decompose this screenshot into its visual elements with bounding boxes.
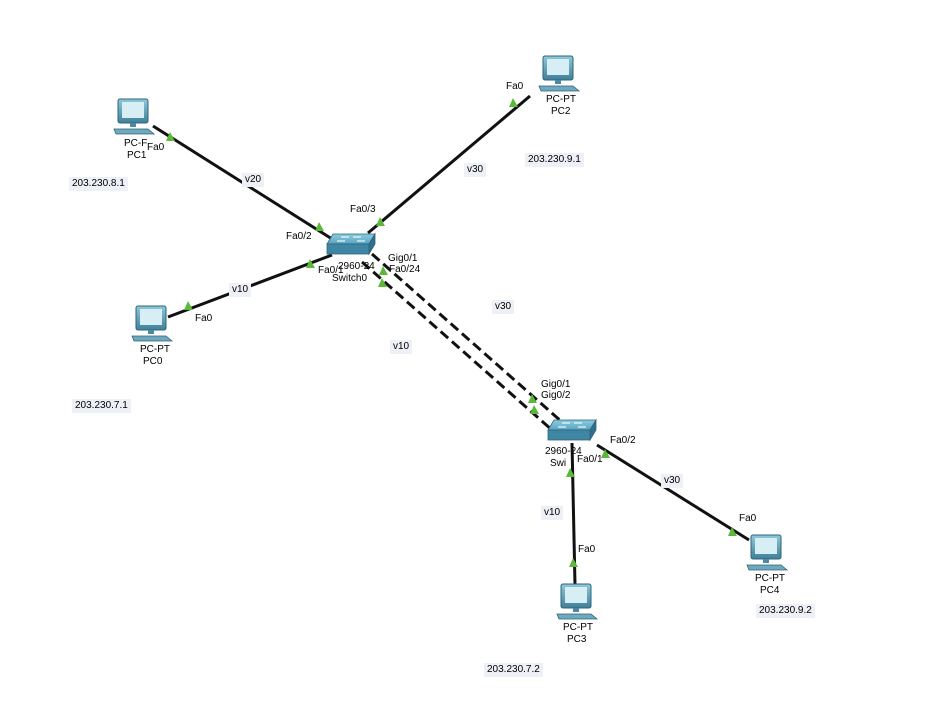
- port-indicator: [528, 394, 537, 403]
- pc1-icon[interactable]: [113, 98, 155, 135]
- port-indicator: [379, 266, 388, 275]
- switch0-model: 2960-24: [338, 261, 375, 272]
- port-indicator: [509, 98, 518, 107]
- vlan-label-pc4: v30: [661, 474, 684, 488]
- pc4-type: PC-PT: [755, 573, 785, 584]
- vlan-label-pc2: v30: [464, 163, 487, 177]
- vlan-label-pc0: v10: [229, 283, 252, 297]
- pc0-ip-label: 203.230.7.1: [72, 399, 131, 413]
- pc2-icon[interactable]: [538, 55, 580, 92]
- pc3-type: PC-PT: [563, 622, 593, 633]
- pc1-type: PC-F: [124, 138, 148, 149]
- port-indicator: [166, 132, 175, 141]
- switch0-icon[interactable]: [326, 233, 376, 255]
- pc0-icon[interactable]: [131, 305, 173, 342]
- port-label: Fa0/3: [350, 204, 376, 215]
- port-indicator: [530, 405, 539, 414]
- switch1-name: Swi: [550, 458, 567, 469]
- vlan-label-pc1: v20: [242, 173, 265, 187]
- port-indicator: [376, 217, 385, 226]
- port-label: Gig0/1: [541, 379, 571, 390]
- pc0-type: PC-PT: [140, 344, 170, 355]
- pc4-name: PC4: [760, 585, 780, 596]
- link-pc2-switch0: [367, 94, 531, 235]
- pc4-ip-label: 203.230.9.2: [756, 604, 815, 618]
- pc3-icon[interactable]: [556, 583, 598, 620]
- port-indicator: [306, 259, 315, 268]
- port-label: Fa0/1: [318, 265, 344, 276]
- pc1-ip-label: 203.230.8.1: [69, 177, 128, 191]
- port-indicator: [569, 558, 578, 567]
- port-label: Fa0: [578, 544, 596, 555]
- port-indicator: [566, 468, 575, 477]
- port-label: Gig0/2: [541, 390, 571, 401]
- port-label: Gig0/1: [388, 253, 418, 264]
- port-label: Fa0/2: [610, 435, 636, 446]
- link-pc4-switch1: [596, 443, 750, 542]
- pc3-ip-label: 203.230.7.2: [484, 663, 543, 677]
- switch0-name: Switch0: [332, 273, 368, 284]
- port-label: Fa0: [506, 81, 524, 92]
- switch1-icon[interactable]: [547, 419, 597, 441]
- pc4-icon[interactable]: [746, 534, 788, 571]
- vlan-label-pc3: v10: [541, 506, 564, 520]
- link-trunk2: [361, 260, 553, 432]
- vlan-label-trunk1: v30: [492, 300, 515, 314]
- port-indicator: [184, 301, 193, 310]
- port-indicator: [728, 527, 737, 536]
- pc3-name: PC3: [567, 634, 587, 645]
- port-indicator: [315, 222, 324, 231]
- port-label: Fa0: [739, 513, 757, 524]
- vlan-label-trunk2: v10: [390, 340, 413, 354]
- port-label: Fa0/24: [389, 264, 421, 275]
- port-label: Fa0/2: [286, 231, 312, 242]
- pc0-name: PC0: [143, 356, 163, 367]
- port-label: Fa0: [147, 142, 165, 153]
- port-indicator: [378, 278, 387, 287]
- pc2-name: PC2: [551, 106, 571, 117]
- pc1-name: PC1: [127, 150, 147, 161]
- port-label: Fa0/1: [577, 454, 603, 465]
- port-label: Fa0: [195, 313, 213, 324]
- pc2-type: PC-PT: [546, 94, 576, 105]
- switch1-model: 2960-24: [545, 446, 582, 457]
- link-trunk1: [371, 252, 563, 424]
- pc2-ip-label: 203.230.9.1: [525, 153, 584, 167]
- port-indicator: [601, 449, 610, 458]
